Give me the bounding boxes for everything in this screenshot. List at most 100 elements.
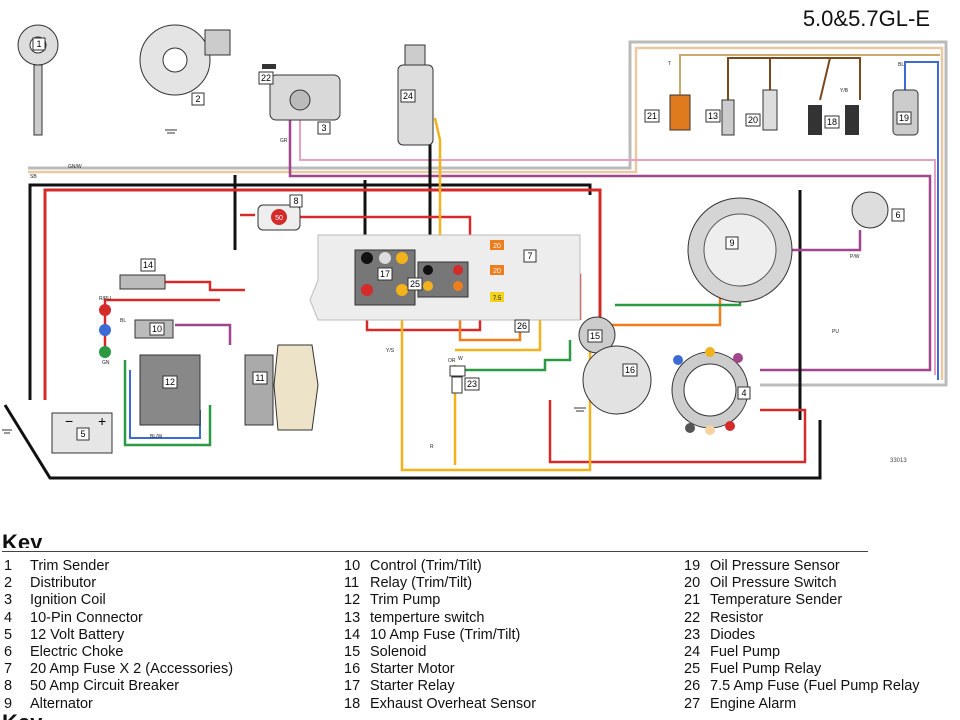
svg-text:18: 18 (827, 117, 837, 127)
svg-text:OR: OR (448, 358, 456, 364)
legend-item-label: Trim Sender (30, 558, 110, 574)
svg-text:16: 16 (625, 365, 635, 375)
svg-text:T: T (668, 61, 671, 67)
legend-item-number: 4 (4, 609, 13, 626)
wire-black-bottom (3, 404, 822, 480)
legend-item-number: 8 (4, 678, 13, 695)
alternator-icon (687, 197, 793, 303)
legend-item-number: 16 (344, 661, 361, 678)
legend-item-number: 14 (344, 626, 361, 643)
wire-color-labels: GN/W SB R/PU BL GN Y/S W Y/B PU T GR R B… (30, 61, 904, 450)
svg-text:26: 26 (517, 321, 527, 331)
svg-text:7: 7 (527, 251, 532, 261)
trim-relay-icon (244, 344, 319, 431)
wiring-schematic: 50 20 20 7.5 (2, 24, 948, 480)
svg-text:23: 23 (467, 379, 477, 389)
legend-item-label: Solenoid (370, 644, 427, 661)
wire-brown-sensor (727, 57, 861, 105)
fuse-b-value: 20 (493, 268, 501, 275)
svg-text:Y/B: Y/B (840, 88, 849, 94)
wire-gray-top (28, 40, 948, 387)
legend-item: 14 10 Amp Fuse (Trim/Tilt) (344, 627, 536, 644)
legend-item-label: Temperature Sender (710, 592, 843, 609)
legend-item-label: Engine Alarm (710, 695, 797, 712)
diagram-title: 5.0&5.7GL-E (802, 6, 930, 31)
legend-item: 27 Engine Alarm (684, 696, 920, 713)
fuse-block-icon: 20 20 7.5 (490, 240, 504, 302)
legend-item-label: 10 Amp Fuse (Trim/Tilt) (370, 626, 521, 643)
legend-item-number: 22 (684, 609, 701, 626)
svg-text:17: 17 (380, 269, 390, 279)
svg-text:5: 5 (80, 429, 85, 439)
legend-item-label: 7.5 Amp Fuse (Fuel Pump Relay (710, 678, 920, 695)
legend-item-label: 10-Pin Connector (30, 609, 143, 626)
wire-purple-upper (288, 108, 932, 372)
legend-item-number: 13 (344, 609, 361, 626)
legend-item-number: 15 (344, 644, 361, 661)
wire-blue-sensor (904, 61, 939, 380)
svg-text:12: 12 (165, 377, 175, 387)
legend-item-label: Diodes (710, 626, 756, 643)
svg-text:R/PU: R/PU (99, 296, 111, 302)
document-code: 33013 (890, 458, 907, 464)
svg-text:BL: BL (120, 318, 126, 324)
breaker-value: 50 (275, 215, 283, 222)
fuel-pump-relay-icon (417, 261, 469, 298)
legend-item-label: Starter Motor (370, 661, 455, 678)
svg-text:R: R (430, 444, 434, 450)
svg-text:PU: PU (832, 329, 839, 335)
wire-red-6 (160, 280, 245, 292)
legend-item-number: 5 (4, 626, 13, 643)
legend-item-number: 23 (684, 626, 701, 643)
legend-item-number: 27 (684, 695, 701, 712)
ground-symbols (2, 129, 586, 434)
wire-tan-top (28, 46, 944, 380)
legend-item-label: Electric Choke (30, 644, 124, 661)
legend-item: 18 Exhaust Overheat Sensor (344, 696, 536, 713)
legend-item: 15 Solenoid (344, 644, 536, 661)
wire-green-1 (460, 340, 572, 372)
legend-item-label: Exhaust Overheat Sensor (370, 695, 537, 712)
wire-red-7 (548, 400, 807, 464)
starter-motor-icon (578, 316, 652, 415)
ignition-coil-icon (269, 74, 341, 121)
legend-item-label: Trim Pump (370, 592, 441, 609)
legend-item-number: 24 (684, 644, 701, 661)
svg-text:10: 10 (152, 324, 162, 334)
svg-text:3: 3 (321, 123, 326, 133)
legend-item: 2 Distributor (4, 575, 233, 592)
svg-text:9: 9 (729, 238, 734, 248)
legend-item-label: Relay (Trim/Tilt) (370, 575, 473, 592)
legend-item-number: 18 (344, 695, 361, 712)
svg-text:GN: GN (102, 360, 110, 366)
svg-text:BL: BL (898, 62, 904, 68)
legend-item-number: 3 (4, 592, 13, 609)
svg-text:25: 25 (410, 279, 420, 289)
legend-item-label: Distributor (30, 575, 97, 592)
circuit-breaker-icon: 50 (257, 204, 301, 231)
svg-text:W: W (458, 356, 463, 362)
battery-minus: − (65, 413, 73, 429)
legend-item-label: 20 Amp Fuse X 2 (Accessories) (30, 661, 234, 678)
wire-brown-sensor-3 (819, 57, 831, 101)
resistor-icon (262, 64, 276, 69)
svg-text:SB: SB (30, 174, 37, 180)
legend-item-number: 11 (344, 575, 360, 592)
legend-item-number: 2 (4, 575, 13, 592)
svg-text:11: 11 (255, 373, 264, 383)
legend-item: 11 Relay (Trim/Tilt) (344, 575, 536, 592)
wire-tan-sensor (679, 54, 940, 100)
